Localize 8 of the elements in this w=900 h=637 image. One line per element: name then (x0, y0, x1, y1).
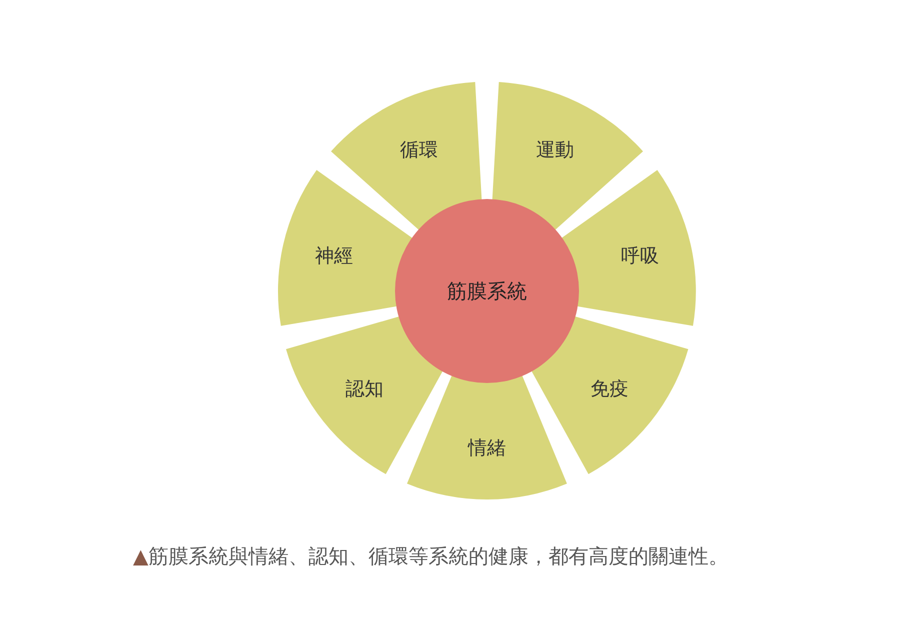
caption: ▲筋膜系統與情緒、認知、循環等系統的健康，都有高度的關連性。 (133, 543, 728, 570)
segment-label: 運動 (536, 138, 574, 163)
segment-label: 神經 (314, 244, 353, 269)
segment-label: 呼吸 (621, 244, 660, 269)
segment-label: 免疫 (590, 376, 629, 402)
segment-label: 情緒 (468, 436, 506, 461)
segment-label: 認知 (345, 376, 384, 402)
segment-label: 循環 (400, 138, 438, 163)
